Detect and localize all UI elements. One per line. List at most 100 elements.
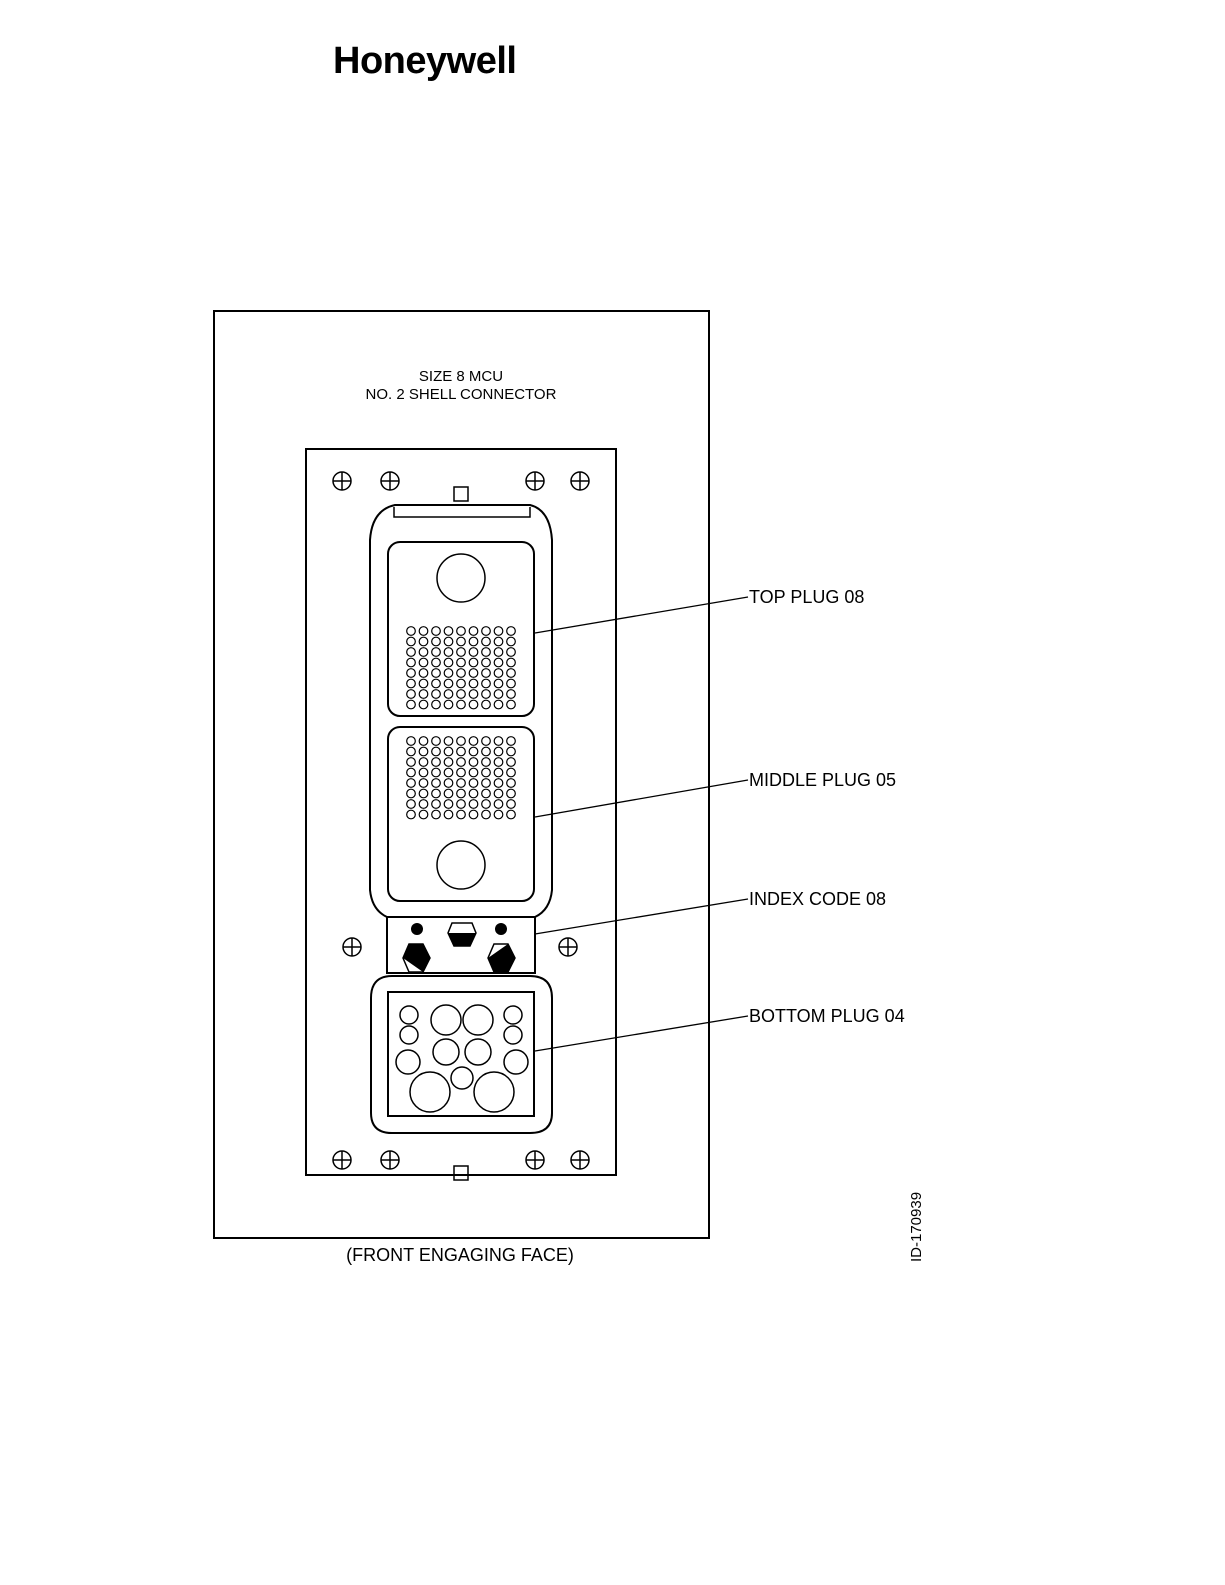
contact-hole xyxy=(494,669,503,678)
contact-hole xyxy=(419,800,428,809)
contact-hole xyxy=(469,669,478,678)
contact-hole xyxy=(419,779,428,788)
contact-hole xyxy=(494,637,503,646)
contact-hole xyxy=(463,1005,493,1035)
contact-hole xyxy=(507,737,516,746)
contact-hole xyxy=(482,648,491,657)
contact-hole xyxy=(432,658,441,667)
contact-hole xyxy=(494,679,503,688)
screw-icon xyxy=(343,938,361,956)
contact-hole xyxy=(444,658,453,667)
contact-hole xyxy=(407,747,416,756)
contact-hole xyxy=(469,768,478,777)
contact-hole xyxy=(444,679,453,688)
contact-hole xyxy=(457,747,466,756)
contact-hole xyxy=(507,768,516,777)
contact-hole xyxy=(400,1006,418,1024)
contact-hole xyxy=(482,679,491,688)
contact-hole xyxy=(457,637,466,646)
contact-hole xyxy=(507,789,516,798)
screw-icon xyxy=(381,472,399,490)
contact-hole xyxy=(419,648,428,657)
screw-icon xyxy=(381,1151,399,1169)
contact-hole xyxy=(469,810,478,819)
contact-hole xyxy=(432,679,441,688)
contact-hole xyxy=(407,627,416,636)
outer-frame xyxy=(214,311,709,1238)
contact-hole xyxy=(482,747,491,756)
contact-hole xyxy=(469,700,478,709)
contact-hole xyxy=(482,779,491,788)
contact-hole xyxy=(444,690,453,699)
contact-hole xyxy=(494,627,503,636)
contact-hole xyxy=(469,779,478,788)
contact-hole xyxy=(494,700,503,709)
bottom-key-square xyxy=(454,1166,468,1180)
contact-hole xyxy=(457,627,466,636)
contact-hole xyxy=(482,637,491,646)
contact-hole xyxy=(507,779,516,788)
contact-hole xyxy=(444,789,453,798)
contact-hole xyxy=(457,700,466,709)
contact-hole xyxy=(482,789,491,798)
contact-hole xyxy=(482,700,491,709)
contact-hole xyxy=(482,800,491,809)
contact-hole xyxy=(444,737,453,746)
contact-hole xyxy=(432,758,441,767)
contact-hole xyxy=(407,700,416,709)
contact-hole xyxy=(469,679,478,688)
contact-hole xyxy=(469,648,478,657)
screw-icon xyxy=(333,1151,351,1169)
contact-hole xyxy=(469,637,478,646)
contact-hole xyxy=(482,768,491,777)
connector-shell xyxy=(306,449,616,1175)
contact-hole xyxy=(457,810,466,819)
contact-hole xyxy=(407,679,416,688)
contact-hole xyxy=(504,1006,522,1024)
contact-hole xyxy=(465,1039,491,1065)
contact-hole xyxy=(494,800,503,809)
diagram-title-line1: SIZE 8 MCU xyxy=(419,368,503,385)
contact-hole xyxy=(482,669,491,678)
contact-hole xyxy=(457,737,466,746)
contact-hole xyxy=(457,768,466,777)
contact-hole xyxy=(432,800,441,809)
screw-icon xyxy=(526,472,544,490)
contact-hole xyxy=(457,758,466,767)
index-dot-left xyxy=(411,923,423,935)
contact-hole xyxy=(507,669,516,678)
contact-hole xyxy=(432,648,441,657)
contact-hole xyxy=(469,758,478,767)
contact-hole xyxy=(482,737,491,746)
contact-hole xyxy=(419,789,428,798)
contact-hole xyxy=(419,700,428,709)
contact-hole xyxy=(507,637,516,646)
contact-hole xyxy=(419,627,428,636)
contact-hole xyxy=(507,648,516,657)
contact-hole xyxy=(407,737,416,746)
contact-hole xyxy=(507,679,516,688)
contact-hole xyxy=(507,658,516,667)
contact-hole xyxy=(419,768,428,777)
diagram-title-line2: NO. 2 SHELL CONNECTOR xyxy=(366,386,557,403)
screw-icon xyxy=(571,1151,589,1169)
contact-hole xyxy=(507,810,516,819)
callout-middle-plug: MIDDLE PLUG 05 xyxy=(749,770,896,790)
contact-hole xyxy=(494,690,503,699)
contact-hole xyxy=(444,810,453,819)
contact-hole xyxy=(507,627,516,636)
callout-index-code: INDEX CODE 08 xyxy=(749,889,886,909)
callout-bottom-plug: BOTTOM PLUG 04 xyxy=(749,1006,905,1026)
contact-hole xyxy=(419,679,428,688)
contact-hole xyxy=(469,800,478,809)
contact-hole xyxy=(432,637,441,646)
contact-hole xyxy=(444,747,453,756)
contact-hole xyxy=(431,1005,461,1035)
contact-hole xyxy=(444,627,453,636)
leader-top-plug xyxy=(535,597,748,633)
contact-hole xyxy=(494,658,503,667)
figure-id: ID-170939 xyxy=(908,1192,925,1262)
contact-hole xyxy=(469,737,478,746)
screw-icon xyxy=(559,938,577,956)
contact-hole xyxy=(407,810,416,819)
